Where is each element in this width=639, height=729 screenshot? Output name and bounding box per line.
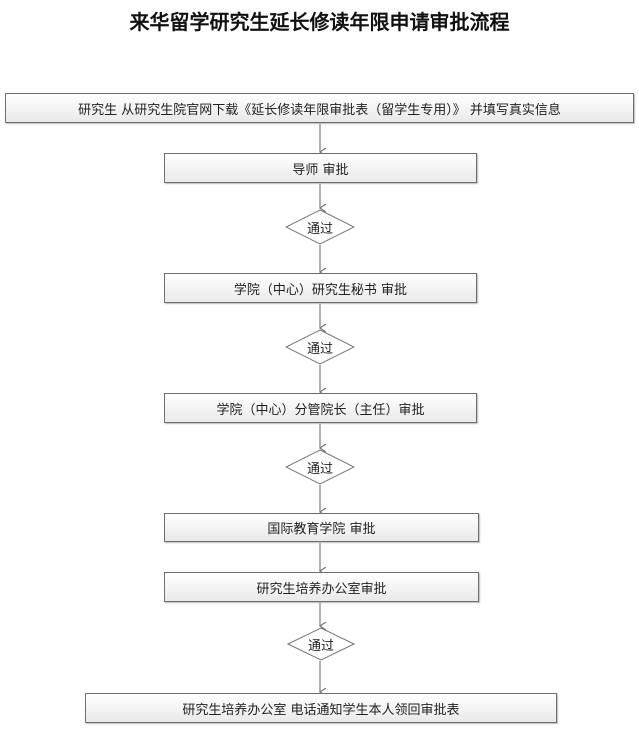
decision-pass: 通过 xyxy=(285,329,355,365)
decision-label: 通过 xyxy=(306,221,333,237)
step-supervisor-approval: 导师 审批 xyxy=(164,153,477,183)
decision-pass: 通过 xyxy=(287,627,355,661)
step-secretary-approval: 学院（中心）研究生秘书 审批 xyxy=(164,273,477,303)
step-training-office-approval: 研究生培养办公室审批 xyxy=(164,572,479,602)
decision-label: 通过 xyxy=(306,341,333,357)
step-international-college-approval: 国际教育学院 审批 xyxy=(164,513,479,542)
page-title: 来华留学研究生延长修读年限申请审批流程 xyxy=(129,10,510,34)
decision-pass: 通过 xyxy=(285,449,355,485)
decision-label: 通过 xyxy=(306,461,333,477)
step-download-form: 研究生 从研究生院官网下载《延长修读年限审批表（留学生专用）》 并填写真实信息 xyxy=(5,93,634,123)
step-notify-student: 研究生培养办公室 电话通知学生本人领回审批表 xyxy=(85,693,557,723)
step-dean-approval: 学院（中心）分管院长（主任）审批 xyxy=(164,393,477,423)
decision-label: 通过 xyxy=(307,638,334,654)
decision-pass: 通过 xyxy=(285,209,355,245)
